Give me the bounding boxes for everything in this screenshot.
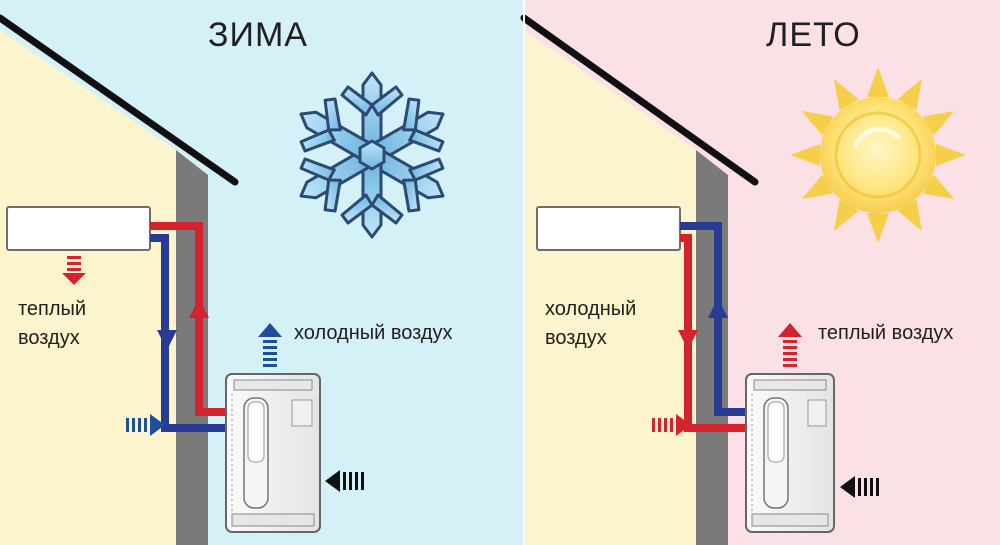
winter-roof-line (0, 14, 239, 186)
winter-warm-air-arrow (62, 256, 86, 285)
summer-outdoor-label: теплый воздух (818, 322, 954, 344)
summer-title: ЛЕТО (766, 16, 861, 54)
winter-unit-intake-arrow (325, 470, 364, 492)
snowflake-icon (284, 71, 460, 239)
winter-cold-pipe-arrow (157, 330, 177, 350)
summer-outdoor-unit (745, 373, 835, 533)
winter-outdoor-airflow-arrow (258, 323, 282, 367)
summer-roof-line (520, 14, 759, 186)
winter-hot-pipe (150, 222, 226, 416)
summer-cold-pipe (680, 222, 746, 416)
summer-panel (520, 0, 1000, 545)
summer-indoor-unit (536, 206, 681, 251)
summer-indoor-label-line1: холодный (545, 298, 637, 320)
sun-icon (790, 67, 966, 243)
winter-outdoor-label: холодный воздух (294, 322, 453, 344)
summer-cold-pipe-arrow (708, 298, 728, 318)
winter-outer-wall (176, 150, 208, 545)
winter-indoor-unit (6, 206, 151, 251)
winter-intake-arrow (126, 414, 165, 436)
winter-indoor-label-line1: теплый (18, 298, 87, 320)
winter-hot-pipe-arrow (189, 298, 209, 318)
summer-intake-arrow (652, 414, 691, 436)
summer-unit-intake-arrow (840, 476, 879, 498)
summer-house-wall (524, 30, 696, 545)
winter-house-wall (0, 30, 176, 545)
summer-indoor-label-line2: воздух (545, 327, 607, 349)
winter-indoor-label-line2: воздух (18, 327, 80, 349)
winter-panel (0, 0, 524, 545)
summer-outdoor-airflow-arrow (778, 323, 802, 367)
winter-title: ЗИМА (208, 16, 308, 54)
summer-hot-pipe-arrow (678, 330, 698, 350)
winter-outdoor-unit (225, 373, 321, 533)
summer-outer-wall (696, 150, 728, 545)
